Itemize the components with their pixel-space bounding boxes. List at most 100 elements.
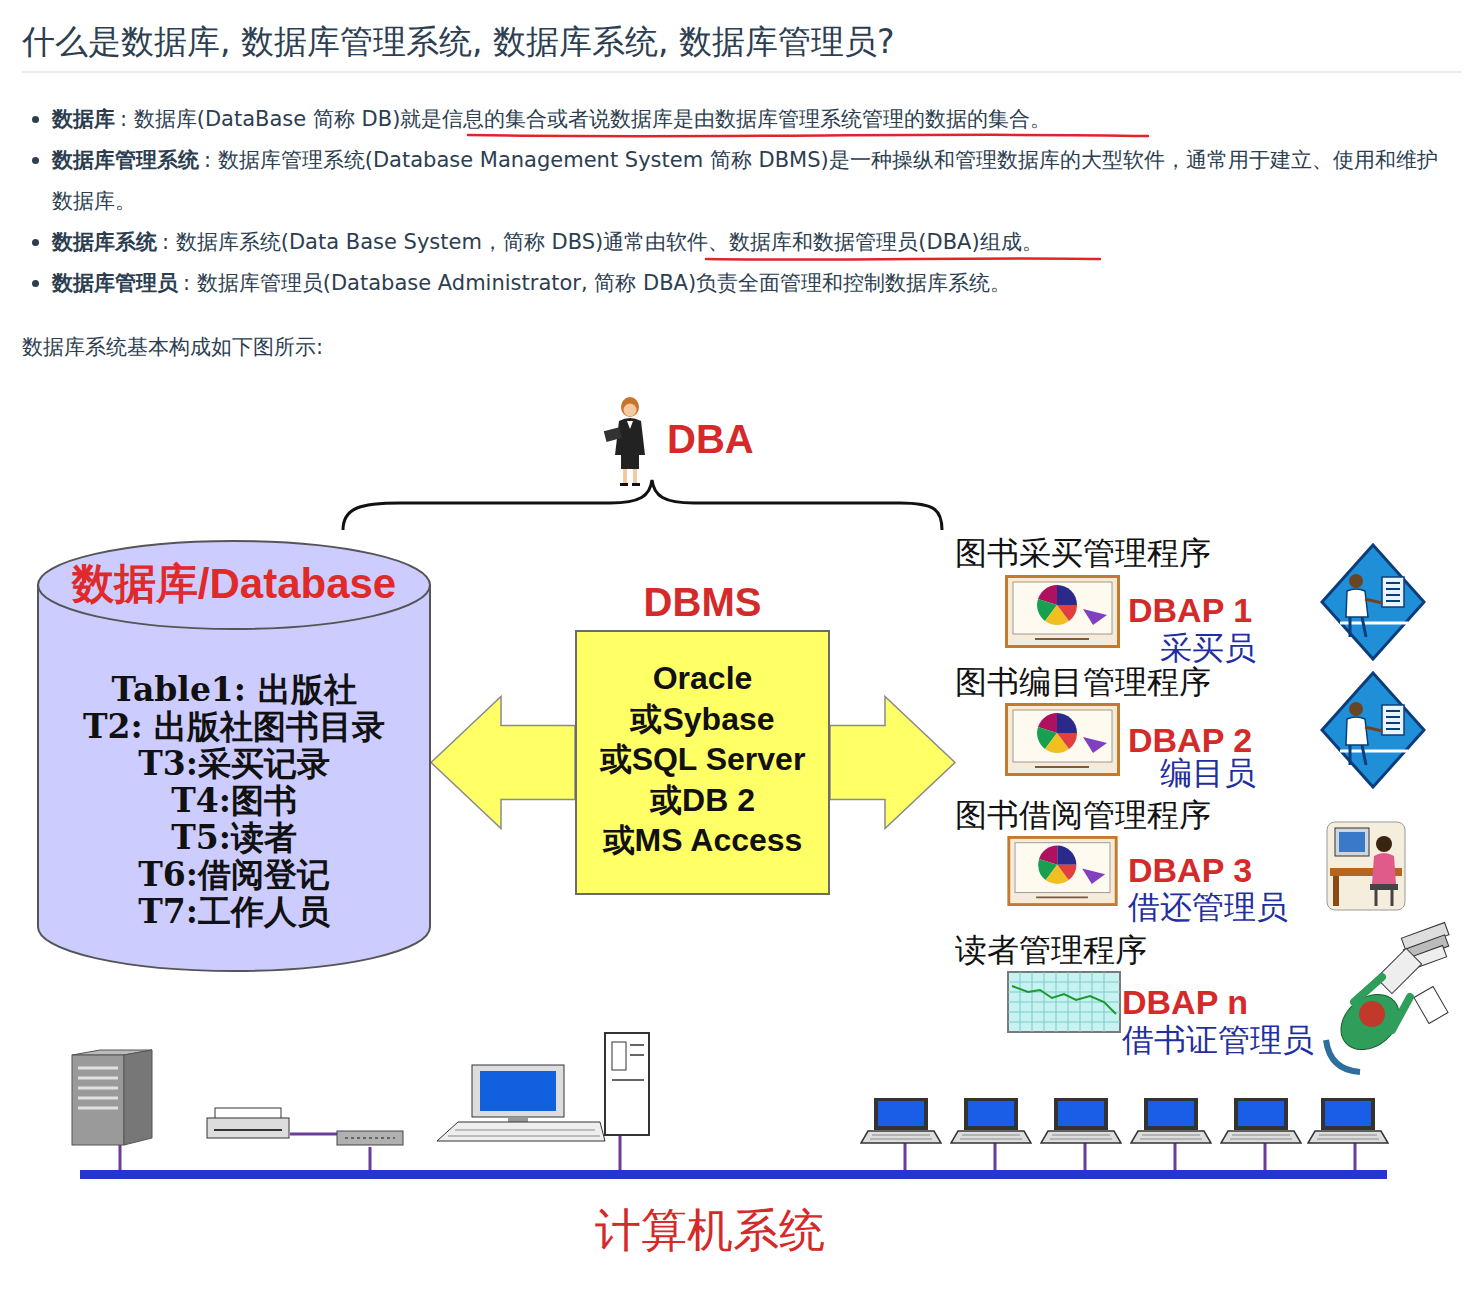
program-icon <box>1007 577 1119 905</box>
bullet-item: 数据库管理员: 数据库管理员(Database Administrator, 简… <box>52 263 1447 304</box>
bullet-list: 数据库: 数据库(DataBase 简称 DB)就是信息的集合或者说数据库是由数… <box>52 99 1447 304</box>
app-code: DBAP 3 <box>1128 850 1252 890</box>
cylinder-body <box>38 585 430 971</box>
computer-network <box>605 1033 649 1135</box>
table-name: T7:工作人员 <box>37 893 431 930</box>
database-cylinder: 数据库/DatabaseTable1: 出版社T2: 出版社图书目录T3:采买记… <box>37 540 431 972</box>
product-name: 或SQL Server <box>577 739 828 780</box>
user-role: 借书证管理员 <box>1122 1020 1314 1060</box>
chart-icon <box>1008 972 1120 1032</box>
clerk-figure <box>1333 876 1339 906</box>
computer-network <box>448 1130 600 1136</box>
clerk-figure <box>1339 832 1365 852</box>
red-annotation <box>706 258 1100 259</box>
dbms-heading: DBMS <box>577 577 828 627</box>
reader-clerk-figure <box>1414 987 1448 1024</box>
dba-person <box>620 483 628 486</box>
computer-network <box>207 1118 289 1138</box>
app-code: DBAP n <box>1122 982 1248 1022</box>
app-program: 图书借阅管理程序DBAP 3借还管理员 <box>955 795 1317 930</box>
app-program: 读者管理程序 DBAP n借书证管理员 <box>955 930 1317 1065</box>
user-role: 编目员 <box>1160 753 1256 793</box>
reader-clerk-figure <box>1326 922 1449 1072</box>
table-name: T5:读者 <box>37 819 431 856</box>
bullet-dot <box>32 239 39 246</box>
dba-person <box>627 421 633 429</box>
dba-person <box>623 469 627 483</box>
definition: : 数据库管理员(Database Administrator, 简称 DBA)… <box>183 271 1011 295</box>
bullet-dot <box>32 157 39 164</box>
bullet-item: 数据库管理系统: 数据库管理系统(Database Management Sys… <box>52 140 1447 222</box>
computer-network <box>437 1122 605 1141</box>
chart-icon <box>1008 972 1120 1032</box>
computer-network <box>124 1050 152 1145</box>
clerk-figure <box>1372 853 1396 884</box>
reader-clerk-figure <box>1376 948 1421 993</box>
dba-person <box>621 397 639 417</box>
computer-network <box>508 1117 528 1122</box>
user-icon <box>1322 673 1424 787</box>
computer-network <box>1131 1098 1211 1143</box>
database-heading: 数据库/Database <box>37 558 431 610</box>
product-name: 或MS Access <box>577 820 828 861</box>
computer-network <box>480 1071 556 1111</box>
bullet-item: 数据库: 数据库(DataBase 简称 DB)就是信息的集合或者说数据库是由数… <box>52 99 1447 140</box>
table-name: Table1: 出版社 <box>37 671 431 708</box>
dba-person <box>624 404 637 417</box>
definition: : 数据库(DataBase 简称 DB)就是信息的集合或者说数据库是由数据库管… <box>120 107 1051 131</box>
program-icon <box>1007 705 1119 775</box>
computer-network <box>1221 1098 1301 1143</box>
red-annotation <box>468 135 1148 137</box>
dba-person <box>604 397 645 486</box>
dba-person <box>604 427 622 442</box>
intro-text: 数据库系统基本构成如下图所示: <box>22 329 323 365</box>
computer-network <box>337 1131 403 1145</box>
clerk-figure <box>1370 884 1398 890</box>
program-name: 读者管理程序 <box>955 930 1147 970</box>
computer-network <box>612 1045 644 1080</box>
cylinder-top <box>38 541 430 629</box>
product-name: 或Sybase <box>577 699 828 740</box>
term: 数据库系统 <box>52 230 157 254</box>
clerk-figure <box>1376 836 1392 852</box>
term: 数据库管理员 <box>52 271 178 295</box>
user-icon <box>1322 545 1424 787</box>
product-name: Oracle <box>577 658 828 699</box>
program-name: 图书编目管理程序 <box>955 662 1211 702</box>
program-icon <box>1007 577 1119 647</box>
reader-clerk-figure <box>1359 1001 1385 1027</box>
user-icon <box>1322 545 1424 659</box>
app-program: 图书编目管理程序DBAP 2编目员 <box>955 662 1317 797</box>
title-holder: 什么是数据库, 数据库管理系统, 数据库系统, 数据库管理员? <box>22 20 894 64</box>
app-code: DBAP 1 <box>1128 590 1252 630</box>
computer-network <box>951 1098 1031 1143</box>
table-name: T6:借阅登记 <box>37 856 431 893</box>
dba-person <box>621 455 639 469</box>
heading-rule <box>22 71 1462 73</box>
clerk-figure <box>1335 828 1369 856</box>
role-label: DBA <box>667 416 754 462</box>
computer-network <box>345 1137 395 1139</box>
computer-network <box>214 1129 282 1131</box>
chart-icon <box>1008 972 1120 1032</box>
definition: : 数据库系统(Data Base System，简称 DBS)通常由软件、数据… <box>162 230 1043 254</box>
computer-network <box>1308 1098 1388 1143</box>
term: 数据库管理系统 <box>52 148 199 172</box>
bullet-item: 数据库系统: 数据库系统(Data Base System，简称 DBS)通常由… <box>52 222 1447 263</box>
table-name: T3:采买记录 <box>37 745 431 782</box>
clerk-figure <box>1376 890 1392 906</box>
app-program: 图书采买管理程序DBAP 1采买员 <box>955 533 1317 673</box>
term: 数据库 <box>52 107 115 131</box>
clerk-figure <box>1327 822 1405 910</box>
computer-network <box>612 1042 626 1070</box>
dba-person <box>632 483 640 486</box>
computer-network <box>472 1065 564 1117</box>
product-name: 或DB 2 <box>577 780 828 821</box>
dba-bracket <box>343 480 942 530</box>
label-holder: DBA <box>667 416 754 462</box>
label-holder: 数据库系统基本构成如下图所示: <box>22 329 323 365</box>
user-role: 借还管理员 <box>1128 887 1288 927</box>
computer-network <box>72 1055 124 1145</box>
dbms-box: DBMSOracle或Sybase或SQL Server或DB 2或MS Acc… <box>575 630 830 895</box>
reader-clerk-figure <box>1354 977 1410 1030</box>
